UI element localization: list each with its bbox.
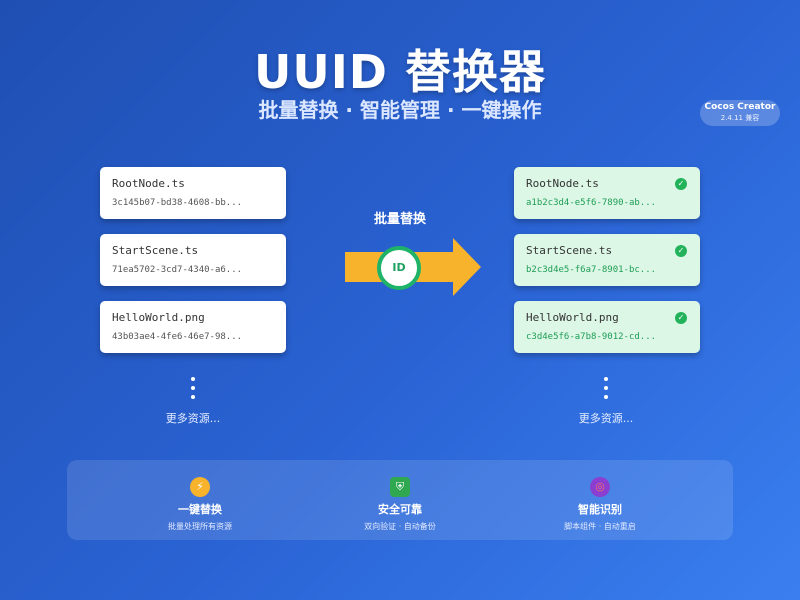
features-panel — [67, 460, 733, 540]
source-card-startscene[interactable]: StartScene.ts 71ea5702-3cd7-4340-a6... — [100, 234, 286, 286]
compat-badge: Cocos Creator 2.4.11 兼容 — [700, 100, 780, 126]
file-uuid: a1b2c3d4-e5f6-7890-ab... — [526, 198, 657, 208]
file-uuid: c3d4e5f6-a7b8-9012-cd... — [526, 332, 657, 342]
target-icon: ◎ — [590, 477, 610, 497]
file-uuid: 71ea5702-3cd7-4340-a6... — [112, 265, 243, 275]
feature-desc: 批量处理所有资源 — [168, 522, 232, 531]
arrow-label: 批量替换 — [373, 212, 426, 227]
more-dots-icon — [191, 377, 195, 404]
lightning-icon: ⚡ — [190, 477, 210, 497]
app-title: UUID 替换器 — [253, 45, 547, 99]
compat-badge-name: Cocos Creator — [704, 102, 776, 112]
check-icon: ✓ — [675, 178, 687, 190]
feature-desc: 脚本组件 · 自动重启 — [564, 522, 636, 531]
feature-one-click: ⚡ 一键替换 批量处理所有资源 — [120, 477, 280, 532]
feature-title: 一键替换 — [178, 503, 222, 516]
file-uuid: 43b03ae4-4fe6-46e7-98... — [112, 332, 243, 342]
result-card-startscene[interactable]: StartScene.ts b2c3d4e5-f6a7-8901-bc... ✓ — [514, 234, 700, 286]
result-card-rootnode[interactable]: RootNode.ts a1b2c3d4-e5f6-7890-ab... ✓ — [514, 167, 700, 219]
feature-safe: ⛨ 安全可靠 双向验证 · 自动备份 — [320, 477, 480, 532]
file-name: RootNode.ts — [112, 177, 185, 190]
feature-title: 安全可靠 — [378, 503, 422, 516]
file-name: HelloWorld.png — [112, 311, 205, 324]
shield-icon: ⛨ — [390, 477, 410, 497]
check-icon: ✓ — [675, 312, 687, 324]
result-card-helloworld[interactable]: HelloWorld.png c3d4e5f6-a7b8-9012-cd... … — [514, 301, 700, 353]
check-icon: ✓ — [675, 245, 687, 257]
more-dots-icon — [604, 377, 608, 404]
file-name: RootNode.ts — [526, 177, 599, 190]
more-resources-right: 更多资源... — [578, 412, 634, 425]
file-uuid: 3c145b07-bd38-4608-bb... — [112, 198, 243, 208]
file-name: StartScene.ts — [526, 244, 613, 257]
feature-smart: ◎ 智能识别 脚本组件 · 自动重启 — [520, 477, 680, 532]
file-name: HelloWorld.png — [526, 311, 619, 324]
feature-title: 智能识别 — [578, 503, 622, 516]
source-card-helloworld[interactable]: HelloWorld.png 43b03ae4-4fe6-46e7-98... — [100, 301, 286, 353]
compat-badge-version: 2.4.11 兼容 — [720, 114, 760, 122]
more-resources-left: 更多资源... — [165, 412, 221, 425]
id-badge: ID — [377, 246, 421, 290]
file-uuid: b2c3d4e5-f6a7-8901-bc... — [526, 265, 657, 275]
app-subtitle: 批量替换 · 智能管理 · 一键操作 — [258, 98, 542, 122]
source-card-rootnode[interactable]: RootNode.ts 3c145b07-bd38-4608-bb... — [100, 167, 286, 219]
feature-desc: 双向验证 · 自动备份 — [364, 522, 436, 531]
file-name: StartScene.ts — [112, 244, 199, 257]
